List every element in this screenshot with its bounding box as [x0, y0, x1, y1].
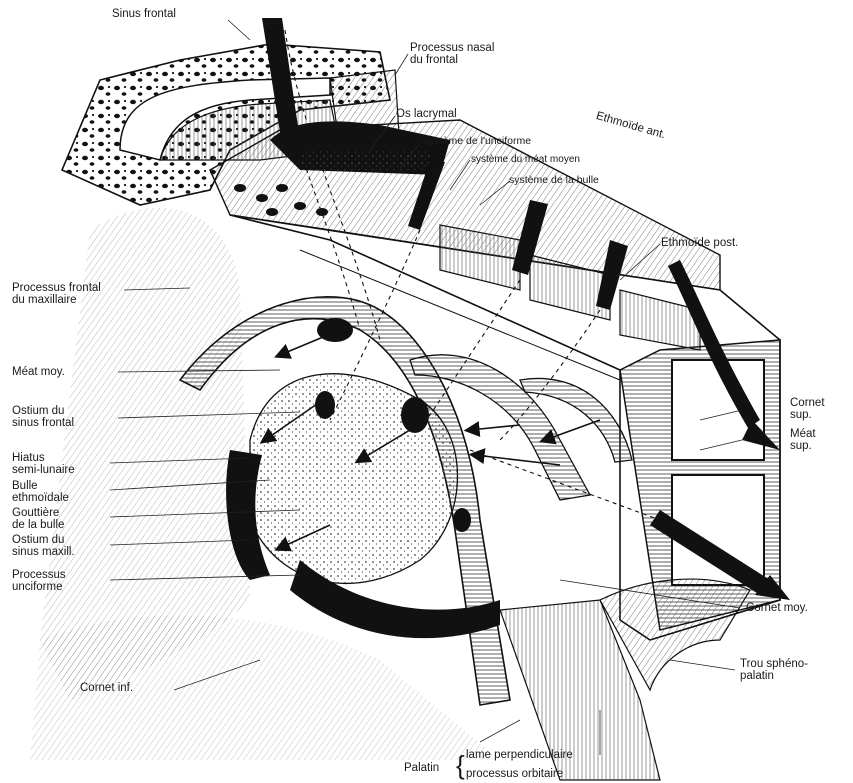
label-systeme-bulle: système de la bulle [509, 174, 599, 186]
label-meat-moy: Méat moy. [12, 366, 65, 378]
label-sinus-frontal: Sinus frontal [112, 8, 176, 20]
label-lame-perpendiculaire: lame perpendiculaire [466, 749, 573, 761]
label-cornet-inf: Cornet inf. [80, 682, 133, 694]
label-systeme-meat-moyen: système du méat moyen [471, 154, 580, 166]
brace-palatin: { [456, 752, 465, 778]
label-os-lacrymal: Os lacrymal [396, 108, 457, 120]
label-trou-spheno-palatin: Trou sphéno-palatin [740, 658, 808, 682]
label-palatin: Palatin [404, 762, 439, 774]
label-cornet-moy: Cornet moy. [746, 602, 808, 614]
label-systeme-unciforme: système de l'unciforme [424, 135, 531, 147]
label-ethmoide-post: Ethmoïde post. [661, 237, 738, 249]
label-processus-orbitaire: processus orbitaire [466, 768, 563, 780]
